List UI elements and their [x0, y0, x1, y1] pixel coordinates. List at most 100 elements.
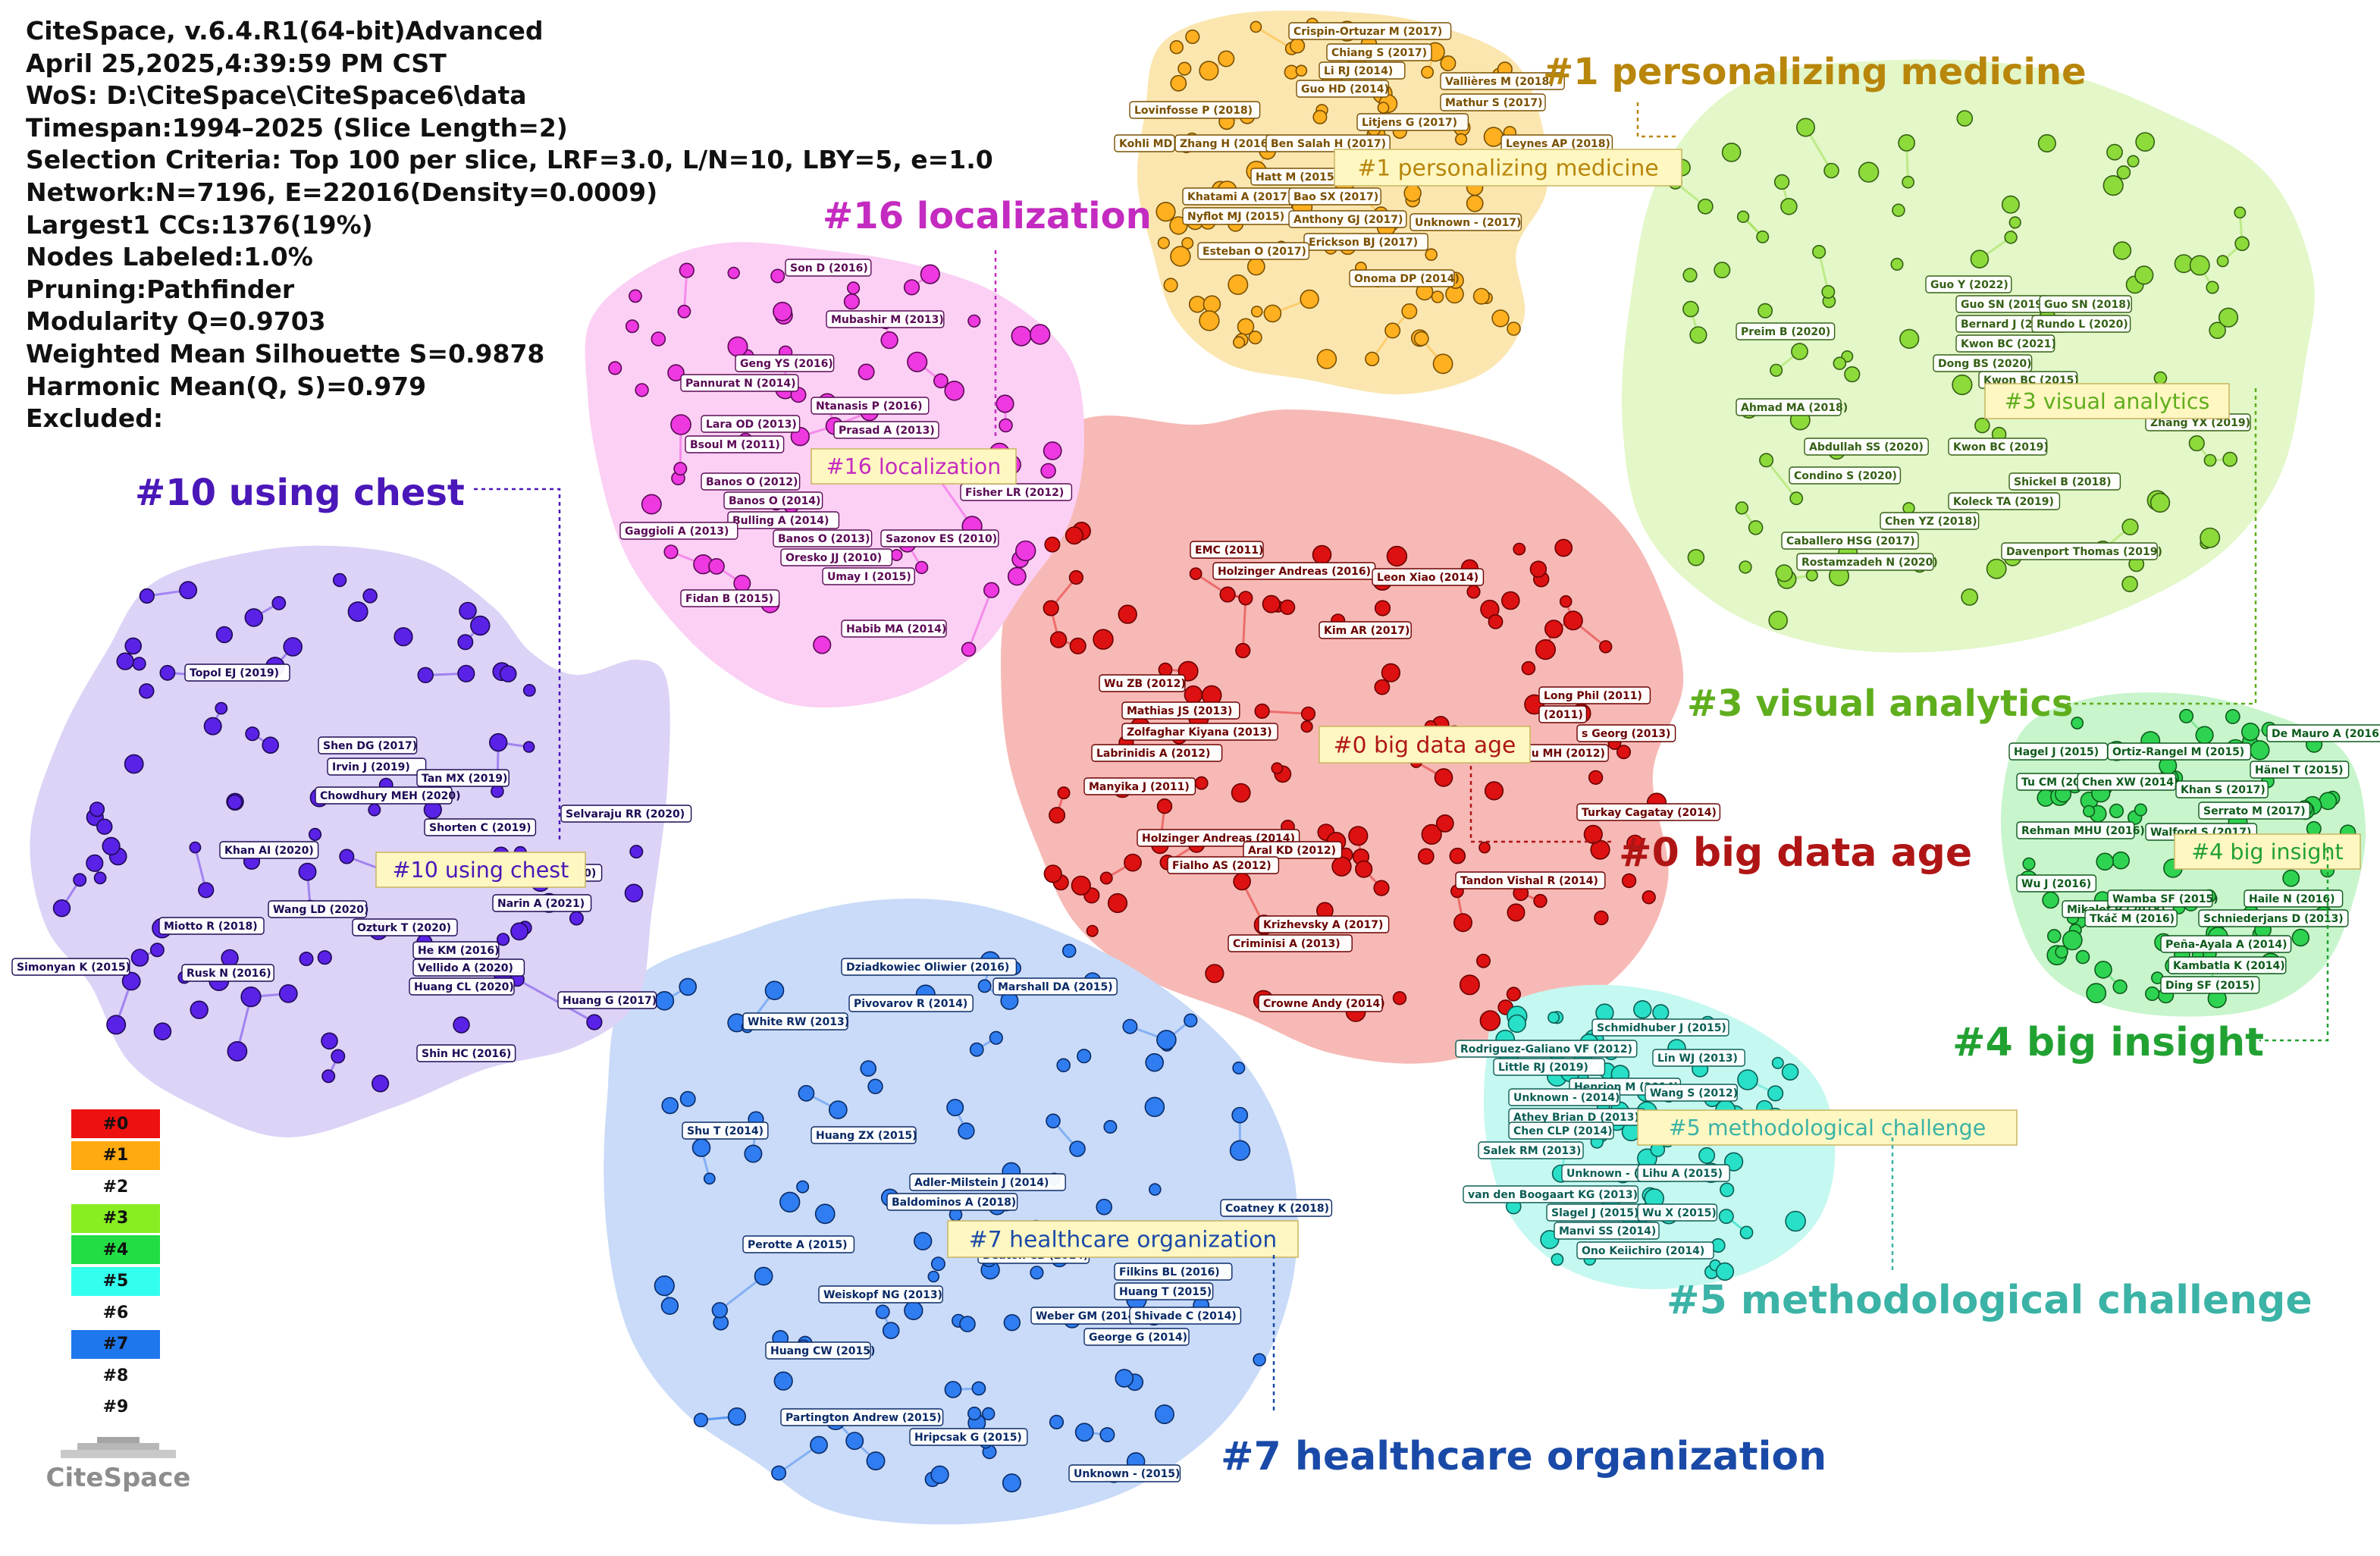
reference-node[interactable] [1748, 519, 1764, 535]
cluster-tag-4[interactable]: #4 big insight [2174, 833, 2361, 870]
reference-node[interactable] [967, 1406, 982, 1421]
reference-node[interactable] [1188, 295, 1206, 313]
author-label[interactable]: Koleck TA (2019) [1948, 492, 2061, 510]
reference-node[interactable] [1099, 871, 1113, 885]
reference-node[interactable] [691, 1138, 711, 1157]
reference-node[interactable] [198, 882, 215, 899]
author-label[interactable]: Onoma DP (2014) [1349, 269, 1460, 287]
reference-node[interactable] [913, 1231, 933, 1251]
reference-node[interactable] [2071, 717, 2084, 729]
reference-node[interactable] [2062, 930, 2083, 951]
reference-node[interactable] [1812, 245, 1827, 259]
reference-node[interactable] [971, 1381, 986, 1396]
reference-node[interactable] [944, 380, 964, 401]
cluster-tag-5[interactable]: #5 methodological challenge [1637, 1109, 2018, 1146]
reference-node[interactable] [1144, 1096, 1165, 1118]
author-label[interactable]: Vellido A (2020) [412, 958, 525, 977]
reference-node[interactable] [2134, 803, 2147, 817]
author-label[interactable]: Oresko JJ (2010) [780, 548, 893, 566]
reference-node[interactable] [608, 361, 622, 375]
reference-node[interactable] [190, 1000, 209, 1019]
reference-node[interactable] [1149, 1183, 1162, 1196]
author-label[interactable]: Son D (2016) [785, 259, 872, 277]
reference-node[interactable] [1551, 1253, 1564, 1266]
cluster-tag-16[interactable]: #16 localization [811, 448, 1017, 485]
reference-node[interactable] [215, 626, 234, 644]
reference-node[interactable] [1594, 910, 1609, 926]
author-label[interactable]: Chowdhury MEH (2020) [315, 786, 461, 805]
reference-node[interactable] [1158, 662, 1173, 677]
author-label[interactable]: Selvaraju RR (2020) [560, 805, 692, 823]
author-label[interactable]: Wamba SF (2015) [2107, 889, 2219, 908]
reference-node[interactable] [124, 637, 142, 655]
reference-node[interactable] [368, 803, 381, 817]
author-label[interactable]: Bao SX (2017) [1288, 187, 1381, 205]
reference-node[interactable] [1384, 322, 1401, 339]
reference-node[interactable] [227, 794, 243, 811]
reference-node[interactable] [1687, 548, 1705, 566]
author-label[interactable]: Tkáč M (2016) [2084, 909, 2178, 927]
reference-node[interactable] [1488, 614, 1504, 629]
reference-node[interactable] [116, 652, 134, 670]
reference-node[interactable] [339, 849, 355, 864]
reference-node[interactable] [1107, 893, 1128, 914]
reference-node[interactable] [1071, 875, 1091, 896]
reference-node[interactable] [1974, 417, 1990, 434]
author-label[interactable]: Sazonov ES (2010) [880, 529, 999, 547]
author-label[interactable]: Li RJ (2014) [1319, 61, 1406, 80]
reference-node[interactable] [1432, 353, 1453, 375]
author-label[interactable]: Condino S (2020) [1789, 466, 1902, 485]
reference-node[interactable] [2022, 857, 2036, 871]
reference-node[interactable] [2250, 740, 2270, 761]
reference-node[interactable] [999, 418, 1013, 433]
reference-node[interactable] [2008, 216, 2021, 229]
reference-node[interactable] [1170, 74, 1187, 92]
reference-node[interactable] [1952, 374, 1973, 396]
author-label[interactable]: Ahmad MA (2018) [1736, 398, 1848, 416]
reference-node[interactable] [667, 364, 685, 381]
reference-node[interactable] [2112, 851, 2130, 870]
reference-node[interactable] [711, 1302, 728, 1319]
reference-node[interactable] [203, 717, 222, 736]
reference-node[interactable] [1002, 1473, 1021, 1493]
reference-node[interactable] [2150, 492, 2171, 513]
reference-node[interactable] [321, 1069, 336, 1084]
reference-node[interactable] [2135, 132, 2156, 152]
author-label[interactable]: Schmidhuber J (2015) [1591, 1018, 1729, 1037]
reference-node[interactable] [1898, 133, 1916, 152]
cluster-tag-0[interactable]: #0 big data age [1319, 726, 1531, 764]
reference-node[interactable] [1262, 594, 1281, 613]
reference-node[interactable] [1061, 943, 1077, 958]
author-label[interactable]: Manvi SS (2014) [1554, 1222, 1660, 1240]
reference-node[interactable] [124, 754, 144, 774]
reference-node[interactable] [1093, 629, 1114, 650]
author-label[interactable]: Fialho AS (2012) [1167, 856, 1280, 874]
reference-node[interactable] [867, 1078, 883, 1095]
reference-node[interactable] [1185, 29, 1200, 45]
author-label[interactable]: Guo Y (2022) [1925, 275, 2012, 293]
author-label[interactable]: Kim AR (2017) [1319, 621, 1412, 639]
author-label[interactable]: Guo SN (2019) [1955, 295, 2049, 313]
reference-node[interactable] [93, 871, 107, 885]
reference-node[interactable] [1844, 366, 1861, 383]
reference-node[interactable] [1431, 290, 1444, 303]
author-label[interactable]: Erickson BJ (2017) [1303, 233, 1428, 251]
reference-node[interactable] [914, 560, 929, 575]
reference-node[interactable] [1791, 343, 1808, 360]
reference-node[interactable] [139, 588, 155, 604]
reference-node[interactable] [930, 1256, 945, 1272]
reference-node[interactable] [1194, 776, 1209, 790]
reference-node[interactable] [2195, 726, 2214, 745]
reference-node[interactable] [1413, 331, 1429, 347]
reference-node[interactable] [1506, 987, 1521, 1002]
reference-node[interactable] [2094, 961, 2112, 979]
reference-node[interactable] [1235, 642, 1251, 659]
reference-node[interactable] [677, 304, 691, 318]
author-label[interactable]: Khan AI (2020) [219, 841, 319, 859]
author-label[interactable]: Crispin-Ortuzar M (2017) [1288, 22, 1452, 40]
reference-node[interactable] [372, 1074, 390, 1093]
reference-node[interactable] [1154, 1404, 1174, 1425]
author-label[interactable]: George G (2014) [1083, 1328, 1190, 1346]
reference-node[interactable] [2121, 518, 2139, 536]
reference-node[interactable] [679, 977, 698, 996]
